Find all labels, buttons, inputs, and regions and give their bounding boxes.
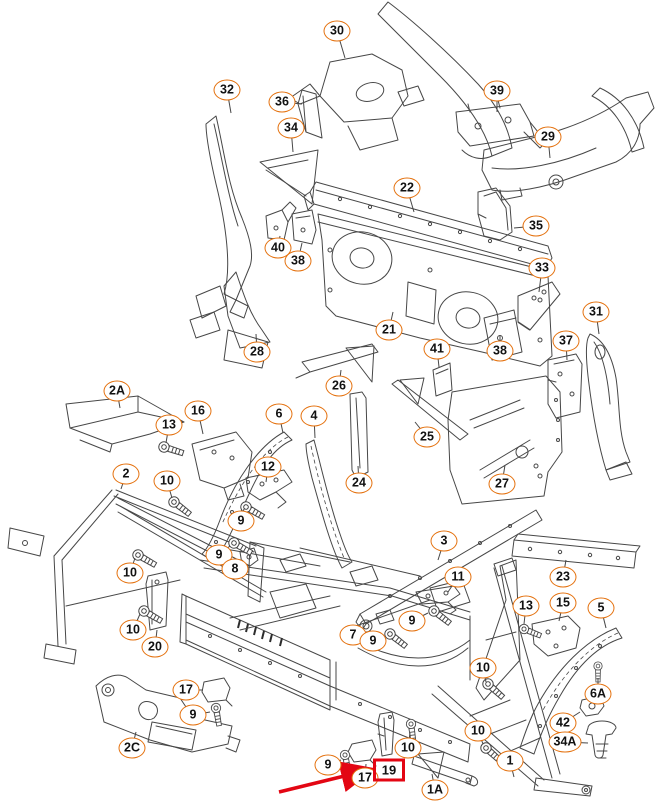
- callout-9[interactable]: 9: [314, 754, 342, 776]
- callout-13[interactable]: 13: [512, 595, 540, 617]
- callout-2a[interactable]: 2A: [103, 380, 131, 402]
- callout-9[interactable]: 9: [359, 630, 387, 652]
- callout-10[interactable]: 10: [116, 562, 144, 584]
- callout-31[interactable]: 31: [582, 301, 610, 323]
- callout-10[interactable]: 10: [464, 720, 492, 742]
- callout-33[interactable]: 33: [528, 257, 556, 279]
- callout-42[interactable]: 42: [549, 712, 577, 734]
- callout-10[interactable]: 10: [469, 657, 497, 679]
- callout-23[interactable]: 23: [549, 566, 577, 588]
- callout-5[interactable]: 5: [587, 597, 615, 619]
- callout-21[interactable]: 21: [375, 319, 403, 341]
- callout-36[interactable]: 36: [268, 91, 296, 113]
- callout-24[interactable]: 24: [345, 472, 373, 494]
- callout-9[interactable]: 9: [179, 704, 207, 726]
- callout-2c[interactable]: 2C: [118, 737, 146, 759]
- callout-1[interactable]: 1: [496, 750, 524, 772]
- callout-38[interactable]: 38: [486, 340, 514, 362]
- callout-6[interactable]: 6: [265, 403, 293, 425]
- callout-10[interactable]: 10: [153, 470, 181, 492]
- callout-4[interactable]: 4: [300, 405, 328, 427]
- callout-6a[interactable]: 6A: [584, 683, 612, 705]
- callout-30[interactable]: 30: [323, 20, 351, 42]
- callout-13[interactable]: 13: [155, 414, 183, 436]
- callout-8[interactable]: 8: [221, 558, 249, 580]
- callout-15[interactable]: 15: [549, 592, 577, 614]
- callout-38[interactable]: 38: [284, 250, 312, 272]
- callout-9[interactable]: 9: [227, 510, 255, 532]
- callout-19-highlighted[interactable]: 19: [373, 758, 405, 782]
- callout-34[interactable]: 34: [277, 117, 305, 139]
- callout-22[interactable]: 22: [393, 177, 421, 199]
- callout-10[interactable]: 10: [394, 737, 422, 759]
- callout-9[interactable]: 9: [398, 610, 426, 632]
- callout-39[interactable]: 39: [483, 80, 511, 102]
- callout-20[interactable]: 20: [141, 636, 169, 658]
- callout-11[interactable]: 11: [444, 566, 472, 588]
- callout-16[interactable]: 16: [184, 400, 212, 422]
- callout-32[interactable]: 32: [213, 79, 241, 101]
- callout-27[interactable]: 27: [488, 473, 516, 495]
- callout-3[interactable]: 3: [430, 530, 458, 552]
- callout-17[interactable]: 17: [351, 767, 379, 789]
- callout-26[interactable]: 26: [325, 375, 353, 397]
- callout-37[interactable]: 37: [552, 330, 580, 352]
- callout-40[interactable]: 40: [264, 237, 292, 259]
- callout-10[interactable]: 10: [119, 619, 147, 641]
- callout-2[interactable]: 2: [112, 463, 140, 485]
- callout-28[interactable]: 28: [243, 341, 271, 363]
- callout-25[interactable]: 25: [413, 426, 441, 448]
- callout-1a[interactable]: 1A: [421, 779, 449, 801]
- callout-29[interactable]: 29: [534, 126, 562, 148]
- callout-35[interactable]: 35: [522, 215, 550, 237]
- callout-12[interactable]: 12: [254, 456, 282, 478]
- callout-41[interactable]: 41: [423, 338, 451, 360]
- callout-34a[interactable]: 34A: [548, 731, 582, 753]
- callout-17[interactable]: 17: [172, 679, 200, 701]
